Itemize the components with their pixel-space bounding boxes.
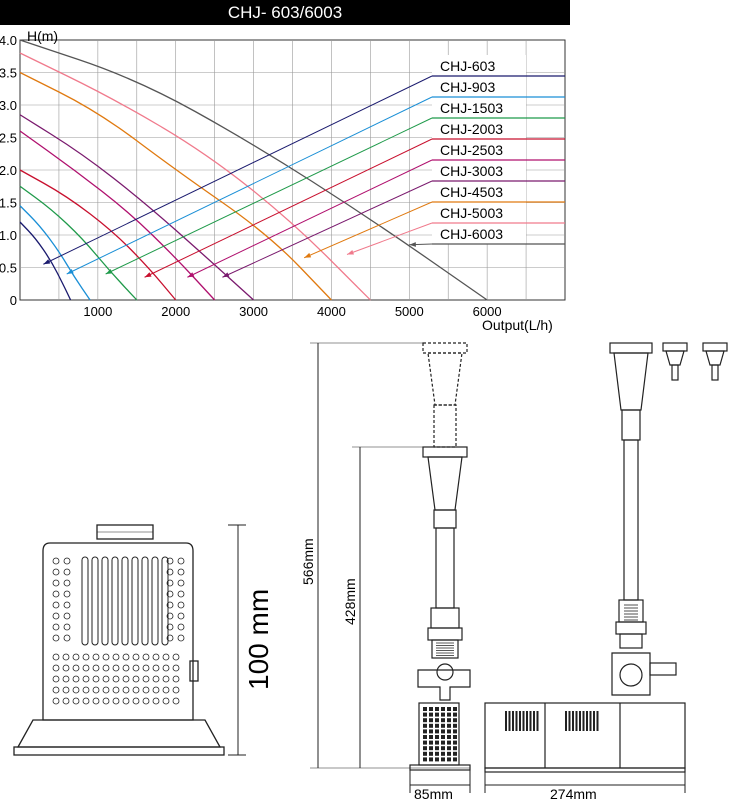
legend-arrow-head bbox=[144, 272, 152, 278]
legend-arrow bbox=[303, 201, 433, 259]
legend-arrow bbox=[346, 222, 433, 255]
legend-entry: CHJ-603 bbox=[43, 58, 565, 265]
y-tick-label: 1.5 bbox=[0, 196, 17, 211]
legend-arrow-head bbox=[347, 249, 354, 255]
x-tick-label: 1000 bbox=[83, 304, 112, 319]
legend-arrow-head bbox=[43, 259, 51, 265]
legend-label: CHJ-5003 bbox=[440, 205, 503, 221]
legend-entry: CHJ-4503 bbox=[303, 184, 565, 259]
curve-chj-4503 bbox=[19, 71, 332, 301]
curve-chj-2503 bbox=[19, 130, 216, 301]
performance-chart: CHJ-603CHJ-903CHJ-1503CHJ-2003CHJ-2503CH… bbox=[0, 28, 566, 333]
title-bar bbox=[0, 0, 570, 25]
legend-label: CHJ-2503 bbox=[440, 142, 503, 158]
small-pump-height-dimension bbox=[228, 524, 246, 756]
legend-label: CHJ-4503 bbox=[440, 184, 503, 200]
width-274-dimension bbox=[484, 772, 686, 793]
x-tick-label: 5000 bbox=[395, 304, 424, 319]
legend-arrow-head bbox=[187, 272, 195, 278]
x-tick-label: 3000 bbox=[239, 304, 268, 319]
y-tick-label: 1.0 bbox=[0, 228, 17, 243]
legend-entry: CHJ-3003 bbox=[222, 163, 565, 278]
nozzle-attachments bbox=[662, 342, 728, 381]
right-pump-grille bbox=[505, 604, 638, 731]
y-tick-label: 0 bbox=[10, 293, 17, 308]
small-pump-height-label: 100 mm bbox=[243, 589, 274, 690]
middle-pump-grille bbox=[423, 642, 457, 762]
legend-arrow bbox=[43, 75, 433, 265]
y-tick-label: 2.0 bbox=[0, 163, 17, 178]
y-tick-label: 3.5 bbox=[0, 66, 17, 81]
right-pump-drawing bbox=[484, 342, 686, 773]
small-pump-body-drawing bbox=[13, 524, 225, 756]
small-pump-grille bbox=[52, 556, 185, 705]
legend-arrow bbox=[66, 96, 433, 275]
curve-chj-903 bbox=[19, 205, 91, 301]
curve-chj-2003 bbox=[19, 169, 177, 301]
chart-title: CHJ- 603/6003 bbox=[227, 3, 343, 22]
y-tick-label: 0.5 bbox=[0, 261, 17, 276]
middle-pump-drawing bbox=[409, 342, 471, 771]
pump-drawings: 100 mm 566mm 428mm 85mm bbox=[13, 342, 728, 800]
x-tick-label: 6000 bbox=[473, 304, 502, 319]
x-axis-label: Output(L/h) bbox=[482, 317, 553, 333]
x-tick-label: 4000 bbox=[317, 304, 346, 319]
legend-arrow bbox=[187, 159, 433, 278]
legend-arrow-head bbox=[105, 268, 113, 274]
legend-label: CHJ-603 bbox=[440, 58, 495, 74]
legend-box bbox=[432, 55, 526, 244]
width-85-dimension bbox=[409, 768, 471, 793]
chart-curves bbox=[19, 39, 488, 301]
legend-entry: CHJ-5003 bbox=[346, 205, 565, 255]
legend-entry: CHJ-2503 bbox=[187, 142, 565, 278]
width-274-label: 274mm bbox=[550, 786, 597, 800]
legend-entry: CHJ-6003 bbox=[409, 226, 565, 247]
y-tick-label: 3.0 bbox=[0, 98, 17, 113]
legend-label: CHJ-6003 bbox=[440, 226, 503, 242]
legend-arrow bbox=[105, 117, 433, 275]
x-tick-label: 2000 bbox=[161, 304, 190, 319]
legend-arrow-head bbox=[409, 242, 416, 247]
legend-entry: CHJ-1503 bbox=[105, 100, 565, 275]
legend-entry: CHJ-903 bbox=[66, 79, 565, 275]
height-566-label: 566mm bbox=[300, 538, 316, 585]
legend-arrow-head bbox=[222, 272, 230, 278]
legend-label: CHJ-903 bbox=[440, 79, 495, 95]
y-tick-label: 4.0 bbox=[0, 33, 17, 48]
height-566-dimension bbox=[310, 342, 470, 769]
curve-chj-3003 bbox=[19, 114, 255, 301]
legend-entry: CHJ-2003 bbox=[144, 121, 565, 278]
chart-legend: CHJ-603CHJ-903CHJ-1503CHJ-2003CHJ-2503CH… bbox=[43, 55, 565, 278]
y-tick-label: 2.5 bbox=[0, 131, 17, 146]
legend-arrow bbox=[144, 138, 433, 278]
legend-arrow-head bbox=[304, 252, 312, 258]
legend-label: CHJ-1503 bbox=[440, 100, 503, 116]
chart-ticks: 1000 2000 3000 4000 5000 6000 0 0.5 1.0 1.5 2.0 2.5… bbox=[0, 33, 502, 319]
y-axis-label: H(m) bbox=[27, 28, 58, 44]
width-85-label: 85mm bbox=[414, 786, 453, 800]
legend-arrow-head bbox=[66, 268, 74, 274]
curve-chj-5003 bbox=[19, 52, 371, 301]
curve-chj-1503 bbox=[19, 185, 138, 301]
legend-arrow bbox=[222, 180, 433, 278]
legend-label: CHJ-2003 bbox=[440, 121, 503, 137]
height-428-dimension bbox=[352, 446, 423, 768]
curve-chj-6003 bbox=[19, 39, 488, 301]
height-428-label: 428mm bbox=[342, 578, 358, 625]
legend-label: CHJ-3003 bbox=[440, 163, 503, 179]
